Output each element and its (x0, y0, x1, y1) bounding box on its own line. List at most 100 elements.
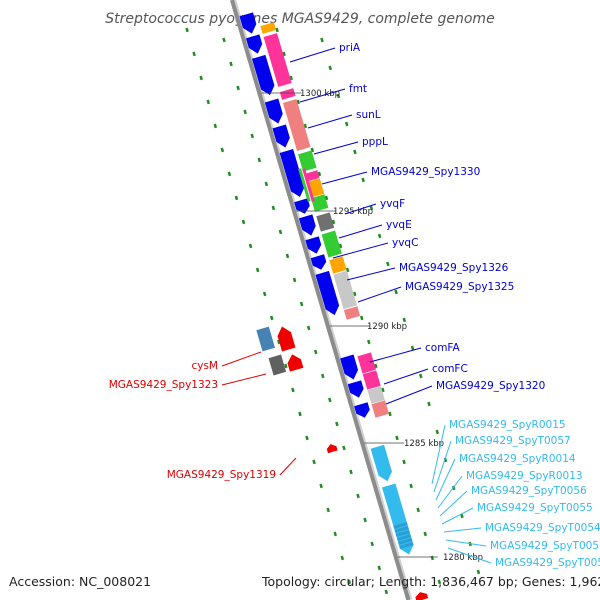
gc-dot-outer-left (312, 459, 316, 465)
reverse-gene-arrow-spy1319 (326, 444, 338, 454)
gene-label-cysm: cysM (191, 360, 218, 372)
gene-label-yvqf-connector (344, 203, 377, 215)
gc-dot-inner-left (306, 325, 311, 331)
gc-dot-outer-left (284, 363, 288, 369)
forward-gene-arrow-6 (279, 149, 305, 198)
forward-gene-arrow-3 (251, 54, 275, 96)
genome-backbone (230, 0, 413, 600)
gene-label-mgas9429_spy1326: MGAS9429_Spy1326 (399, 262, 509, 274)
gc-dot-inner-right (409, 483, 413, 489)
gene-label-mgas9429_spy1330-connector (321, 171, 368, 185)
gene-label-yvqc: yvqC (392, 237, 418, 249)
gc-dot-inner-right (430, 555, 435, 561)
gc-dot-inner-right (402, 459, 406, 465)
forward-gene-arrow-9 (305, 236, 322, 254)
gc-dot-inner-left (356, 493, 360, 499)
gc-dot-outer-left (319, 483, 323, 489)
function-box-cysm (256, 326, 276, 352)
gc-dot-inner-left (285, 253, 290, 259)
function-box-3 (279, 88, 296, 100)
gene-label-mgas9429_spyt0057-connector (433, 440, 452, 493)
forward-gene-arrow-12 (340, 354, 359, 380)
reverse-gene-arrow-bottom (415, 592, 429, 600)
gc-dot-inner-left (222, 37, 226, 43)
function-box-spy1323 (268, 354, 287, 376)
gc-dot-outer-right (320, 37, 324, 43)
gc-dot-outer-right (427, 401, 431, 407)
gene-label-mgas9429_spy1325: MGAS9429_Spy1325 (405, 281, 514, 293)
gene-features (239, 12, 429, 600)
gene-label-mgas9429_spyt0054: MGAS9429_SpyT0054 (485, 522, 600, 534)
gc-dot-outer-right (394, 289, 398, 295)
gc-dot-outer-left (185, 27, 189, 33)
gene-label-pppl: pppL (362, 136, 388, 148)
gc-dot-inner-right (359, 315, 364, 321)
gene-label-mgas9429_spyt0053-connector (445, 539, 487, 547)
gc-dot-outer-right (361, 177, 365, 183)
gc-dot-inner-left (370, 541, 374, 547)
function-box-8 (310, 194, 329, 212)
scale-tick-label: 1280 kbp (443, 553, 483, 563)
gc-dot-outer-left (241, 219, 246, 225)
gc-dot-inner-right (416, 507, 420, 513)
gene-label-mgas9429_spy1330: MGAS9429_Spy1330 (371, 166, 480, 178)
function-box-17 (371, 400, 389, 418)
gene-label-fmt-connector (299, 88, 346, 103)
gc-dot-outer-right (419, 373, 423, 379)
function-box-15 (362, 370, 381, 390)
gene-label-mgas9429_spyt0056: MGAS9429_SpyT0056 (471, 485, 587, 497)
gc-dot-inner-right (388, 411, 392, 417)
function-box-14 (357, 352, 376, 374)
gene-label-mgas9429_spyr0015-connector (431, 424, 446, 485)
function-box-10 (321, 230, 342, 258)
gc-dot-outer-right (460, 513, 464, 519)
rna-gene-arrow-1 (370, 444, 392, 482)
gc-dot-outer-left (220, 147, 225, 153)
gene-label-mgas9429_spyr0015: MGAS9429_SpyR0015 (449, 419, 566, 431)
rna-gene-stripe-4 (396, 534, 412, 541)
rna-gene-stripe-3 (395, 530, 410, 537)
gc-dot-outer-right (435, 429, 440, 435)
gc-dot-outer-left (340, 555, 345, 561)
gc-dot-outer-left (206, 99, 210, 105)
gene-label-mgas9429_spy1326-connector (346, 267, 396, 281)
function-box-16 (367, 386, 385, 404)
gene-label-mgas9429_spyr0014-connector (435, 458, 456, 501)
gc-dot-inner-left (363, 517, 367, 523)
forward-gene-arrow-1 (239, 12, 257, 34)
gene-label-mgas9429_spyt0055-connector (441, 507, 474, 525)
gc-dot-outer-left (305, 435, 309, 441)
gc-dot-inner-left (229, 61, 233, 67)
gc-dot-outer-left (298, 411, 302, 417)
forward-gene-arrow-13 (347, 380, 364, 398)
gene-label-pppl-connector (313, 141, 359, 155)
gc-dot-inner-right (437, 579, 442, 585)
gene-label-comfa-connector (369, 347, 422, 363)
gc-dot-outer-left (333, 531, 337, 537)
gc-dot-outer-right (377, 233, 382, 239)
scale-tick-label: 1295 kbp (333, 207, 373, 217)
gc-dot-outer-left (326, 507, 330, 513)
gc-dot-inner-left (299, 301, 304, 307)
gc-dot-outer-left (255, 267, 260, 273)
function-box-9 (316, 212, 335, 232)
gene-label-comfa: comFA (425, 342, 461, 354)
backbone-line (230, 0, 411, 600)
gc-dot-inner-left (377, 565, 381, 571)
gc-dot-outer-left (269, 315, 274, 321)
gc-dot-inner-left (278, 229, 283, 235)
gc-dot-outer-left (234, 195, 239, 201)
accession-text: Accession: NC_008021 (9, 574, 152, 589)
gc-dot-inner-left (292, 277, 297, 283)
forward-gene-arrow-5 (272, 124, 290, 148)
map-title: Streptococcus pyogenes MGAS9429, complet… (105, 11, 494, 27)
gc-dot-inner-right (367, 339, 371, 345)
gc-dot-inner-left (271, 205, 276, 211)
gene-label-mgas9429_spyr0013: MGAS9429_SpyR0013 (466, 470, 583, 482)
scale-tick-label: 1300 kbp (300, 89, 340, 99)
rna-gene-stripe-1 (393, 522, 408, 529)
gene-label-mgas9429_spy1320-connector (385, 385, 433, 405)
gc-dot-outer-left (199, 75, 203, 81)
gene-label-comfc-connector (383, 368, 429, 385)
function-stripe-green (298, 168, 311, 202)
